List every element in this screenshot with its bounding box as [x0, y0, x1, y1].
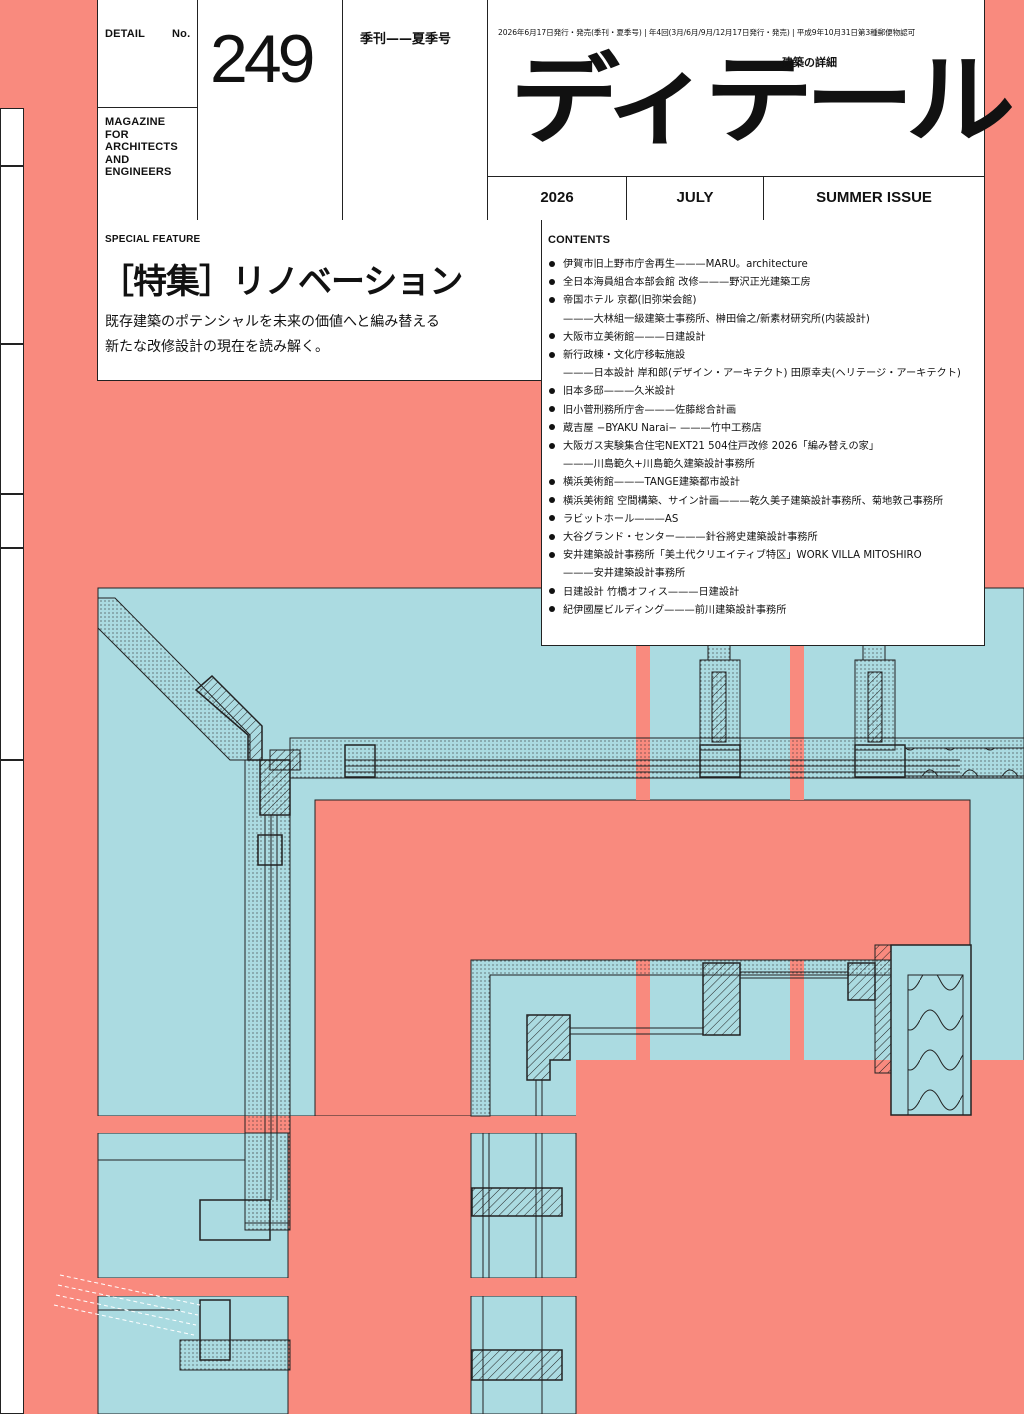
- contents-item: 全日本海員組合本部会館 改修———野沢正光建築工房: [548, 274, 980, 292]
- contents-item-text: 新行政棟・文化庁移転施設: [563, 350, 686, 362]
- contents-item: 大阪ガス実験集合住宅NEXT21 504住戸改修 2026「編み替えの家」: [548, 438, 980, 456]
- side-tab: [0, 760, 24, 1414]
- side-tab: [0, 108, 24, 166]
- feature-description: 既存建築のポテンシャルを未来の価値へと編み替える 新たな改修設計の現在を読み解く…: [105, 310, 440, 360]
- contents-item-text: ———川島範久+川島範久建築設計事務所: [563, 459, 755, 471]
- side-tab: [0, 166, 24, 344]
- bullet-icon: [549, 387, 555, 394]
- bullet-icon: [549, 351, 555, 358]
- contents-item-text: 大阪市立美術館———日建設計: [563, 331, 706, 343]
- contents-item-text: 旧小菅刑務所庁舎———佐藤総合計画: [563, 404, 737, 416]
- contents-item-text: ———安井建築設計事務所: [563, 568, 686, 580]
- contents-item-text: 安井建築設計事務所「美土代クリエイティブ特区」WORK VILLA MITOSH…: [563, 550, 922, 562]
- contents-item-text: 帝国ホテル 京都(旧弥栄会館): [563, 295, 697, 307]
- contents-item: 帝国ホテル 京都(旧弥栄会館): [548, 292, 980, 310]
- bullet-icon: [549, 588, 555, 595]
- contents-item-text: ———日本設計 岸和郎(デザイン・アーキテクト) 田原幸夫(ヘリテージ・アーキテ…: [563, 368, 961, 380]
- magazine-for-line: ENGINEERS: [105, 166, 172, 178]
- contents-label: CONTENTS: [548, 234, 611, 246]
- contents-item-text: 旧本多邸———久米設計: [563, 386, 676, 398]
- bullet-icon: [549, 533, 555, 540]
- feature-label: SPECIAL FEATURE: [105, 234, 201, 245]
- side-tab: [0, 344, 24, 494]
- bullet-icon: [549, 424, 555, 431]
- issue-year: 2026: [540, 189, 574, 206]
- contents-item: 新行政棟・文化庁移転施設: [548, 347, 980, 365]
- contents-item: ———日本設計 岸和郎(デザイン・アーキテクト) 田原幸夫(ヘリテージ・アーキテ…: [548, 365, 980, 383]
- contents-item: 紀伊國屋ビルディング———前川建築設計事務所: [548, 602, 980, 620]
- contents-item: 日建設計 竹橋オフィス———日建設計: [548, 584, 980, 602]
- contents-item: 横浜美術館 空間構築、サイン計画———乾久美子建築設計事務所、菊地敦己事務所: [548, 493, 980, 511]
- detail-label: DETAIL: [105, 28, 146, 40]
- quarterly-label: 季刊——夏季号: [360, 32, 452, 47]
- contents-item: 旧小菅刑務所庁舎———佐藤総合計画: [548, 402, 980, 420]
- bullet-icon: [549, 296, 555, 303]
- issue-season: SUMMER ISSUE: [816, 189, 932, 206]
- contents-item-text: 紀伊國屋ビルディング———前川建築設計事務所: [563, 604, 787, 616]
- contents-item-text: 横浜美術館———TANGE建築都市設計: [563, 477, 740, 489]
- contents-item: ラビットホール———AS: [548, 511, 980, 529]
- magazine-for-line: FOR: [105, 128, 129, 141]
- contents-item: 旧本多邸———久米設計: [548, 383, 980, 401]
- bullet-icon: [549, 497, 555, 504]
- contents-panel: [541, 220, 985, 646]
- contents-item: 横浜美術館———TANGE建築都市設計: [548, 474, 980, 492]
- contents-item: 大阪市立美術館———日建設計: [548, 329, 980, 347]
- contents-item: ———大林組一級建築士事務所、榊田倫之/新素材研究所(内装設計): [548, 311, 980, 329]
- publish-info: 2026年6月17日発行・発売(季刊・夏季号) | 年4回(3月/6月/9月/1…: [498, 28, 916, 37]
- bullet-icon: [549, 333, 555, 340]
- contents-item-text: 日建設計 竹橋オフィス———日建設計: [563, 586, 740, 598]
- contents-item: 蔵吉屋 −BYAKU Narai− ———竹中工務店: [548, 420, 980, 438]
- bullet-icon: [549, 515, 555, 522]
- contents-item-text: 全日本海員組合本部会館 改修———野沢正光建築工房: [563, 277, 811, 289]
- contents-item: 安井建築設計事務所「美土代クリエイティブ特区」WORK VILLA MITOSH…: [548, 547, 980, 565]
- contents-list: 伊賀市旧上野市庁舎再生———MARU。architecture 全日本海員組合本部…: [548, 256, 980, 620]
- contents-item-text: 蔵吉屋 −BYAKU Narai− ———竹中工務店: [563, 422, 762, 434]
- feature-title: ［特集］リノベーション: [100, 262, 463, 302]
- contents-item: 伊賀市旧上野市庁舎再生———MARU。architecture: [548, 256, 980, 274]
- magazine-for-line: AND: [105, 153, 130, 166]
- logo-subtitle: 建築の詳細: [782, 56, 837, 69]
- bullet-icon: [549, 551, 555, 558]
- magazine-for-line: ARCHITECTS: [105, 141, 178, 153]
- contents-item-text: ラビットホール———AS: [563, 513, 679, 525]
- bullet-icon: [549, 478, 555, 485]
- masthead-panel: [97, 0, 985, 221]
- contents-item-text: 伊賀市旧上野市庁舎再生———MARU。architecture: [563, 259, 808, 270]
- feature-description-line: 既存建築のポテンシャルを未来の価値へと編み替える: [105, 314, 440, 330]
- bullet-icon: [549, 260, 555, 267]
- magazine-for-line: MAGAZINE: [105, 116, 166, 128]
- number-label: No.: [172, 28, 191, 40]
- contents-item: ———安井建築設計事務所: [548, 565, 980, 583]
- magazine-for-block: MAGAZINE FOR ARCHITECTS AND ENGINEERS: [105, 116, 178, 179]
- issue-number: 249: [210, 21, 315, 97]
- contents-item: ———川島範久+川島範久建築設計事務所: [548, 456, 980, 474]
- feature-description-line: 新たな改修設計の現在を読み解く。: [105, 339, 329, 355]
- bullet-icon: [549, 278, 555, 285]
- contents-item: 大谷グランド・センター———針谷將史建築設計事務所: [548, 529, 980, 547]
- side-tab: [0, 548, 24, 760]
- contents-item-text: 大阪ガス実験集合住宅NEXT21 504住戸改修 2026「編み替えの家」: [563, 441, 880, 453]
- bullet-icon: [549, 606, 555, 613]
- feature-panel: [97, 220, 542, 381]
- contents-item-text: ———大林組一級建築士事務所、榊田倫之/新素材研究所(内装設計): [563, 313, 870, 325]
- bullet-icon: [549, 442, 555, 449]
- contents-item-text: 大谷グランド・センター———針谷將史建築設計事務所: [563, 532, 818, 544]
- magazine-logo: ディテール: [510, 44, 1015, 158]
- bullet-icon: [549, 406, 555, 413]
- contents-item-text: 横浜美術館 空間構築、サイン計画———乾久美子建築設計事務所、菊地敦己事務所: [563, 495, 944, 507]
- issue-month: JULY: [676, 189, 714, 206]
- side-tab: [0, 494, 24, 548]
